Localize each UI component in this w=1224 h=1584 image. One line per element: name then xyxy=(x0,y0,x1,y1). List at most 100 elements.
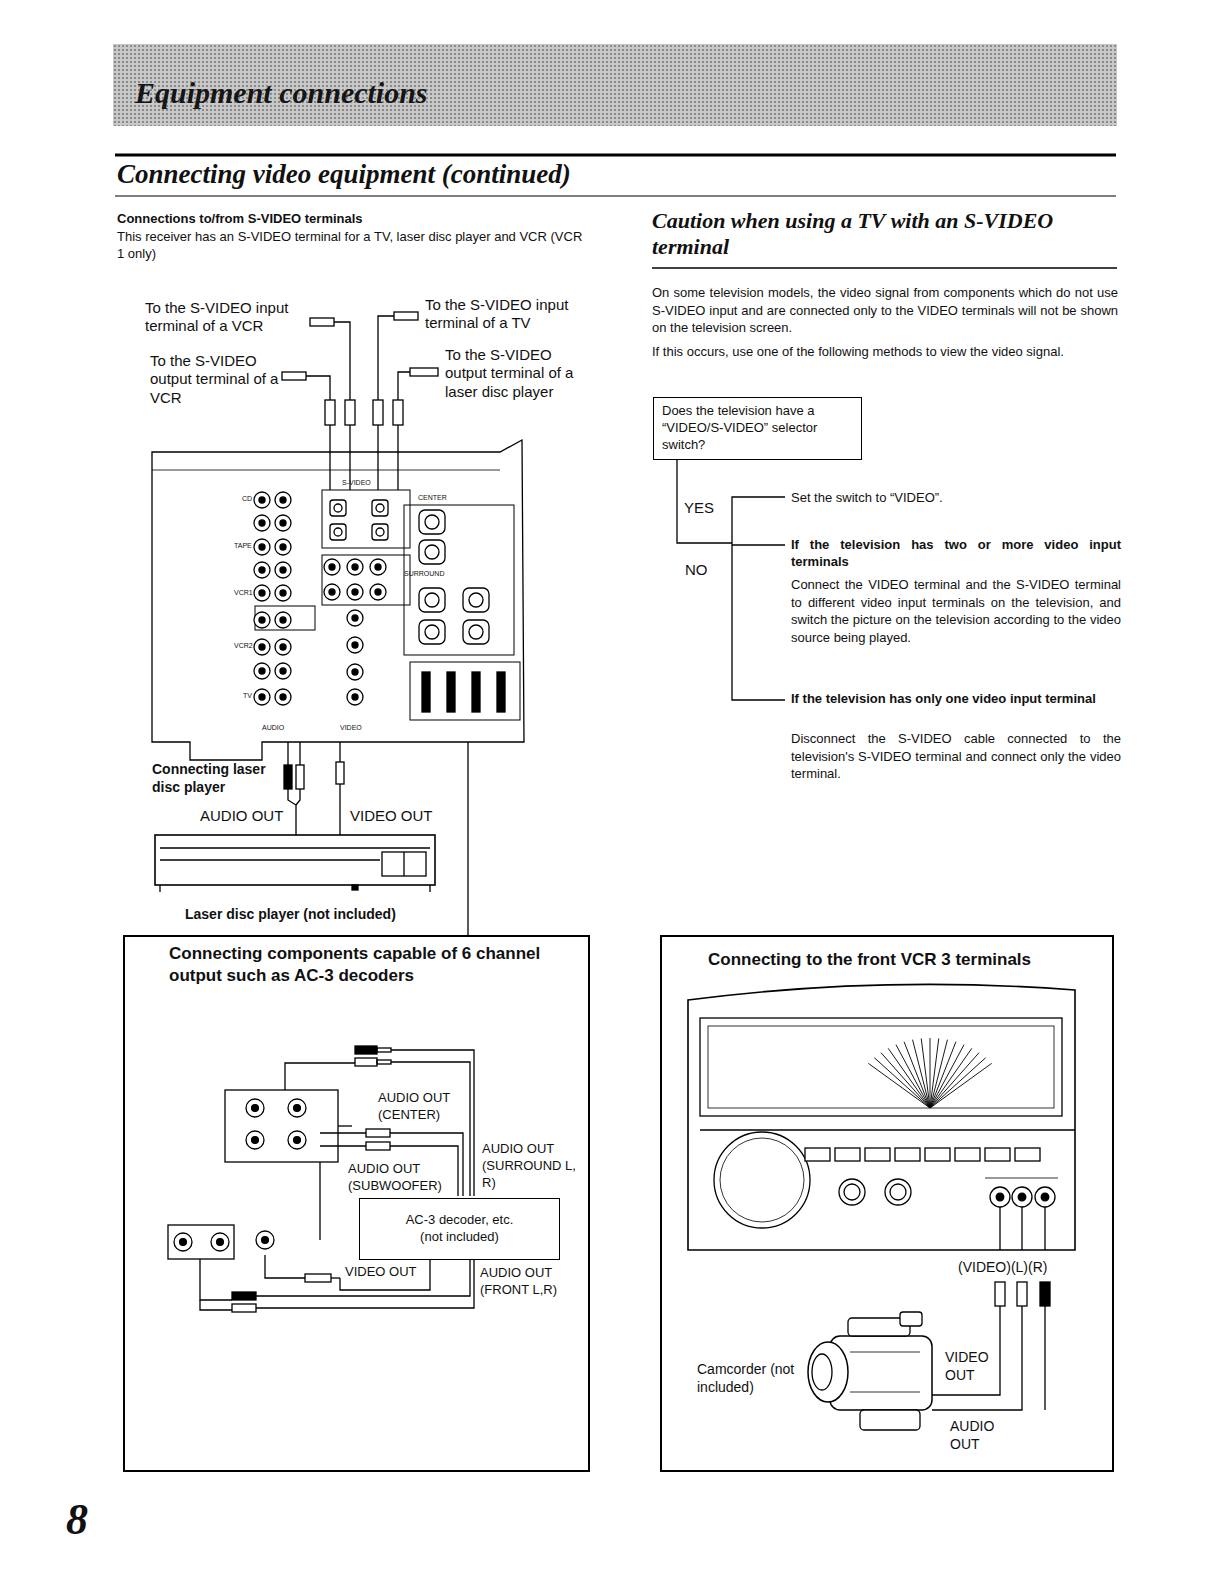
speaker-terminal-hole xyxy=(425,515,439,529)
jack-center xyxy=(280,544,286,550)
text-label: If the television has two or more video … xyxy=(791,537,1121,571)
button xyxy=(1015,1148,1040,1161)
jack xyxy=(254,562,270,578)
text-label: Caution when using a TV with an S-VIDEO … xyxy=(652,208,1062,261)
jack-center xyxy=(259,544,265,550)
jack xyxy=(347,610,363,626)
speaker-terminal-hole xyxy=(425,625,439,639)
button xyxy=(895,1148,920,1161)
panel-marking: VCR1 xyxy=(234,589,260,597)
jack-center xyxy=(280,520,286,526)
jack-center xyxy=(217,1239,224,1246)
jack xyxy=(275,639,291,655)
speaker-terminal-hole xyxy=(469,625,483,639)
text-label: Connections to/from S-VIDEO terminals xyxy=(117,211,597,228)
camcorder xyxy=(808,1312,932,1430)
page-number: 8 xyxy=(66,1498,116,1542)
jack xyxy=(288,1099,306,1117)
jack xyxy=(275,689,291,705)
jack-center xyxy=(352,564,358,570)
jack-center xyxy=(259,668,265,674)
node-text: Connecting components capable of 6 chann… xyxy=(169,943,569,987)
speaker-terminal xyxy=(419,588,445,612)
jack-center xyxy=(259,590,265,596)
text-label: VIDEO OUT xyxy=(345,1264,425,1281)
meter-needle-line xyxy=(930,1048,972,1108)
ac3-connection-drawing xyxy=(168,1046,474,1312)
panel-marking: TV xyxy=(243,692,259,700)
s-video-pin xyxy=(334,528,342,536)
s-video-jack xyxy=(330,524,346,540)
speaker-terminal-hole xyxy=(469,593,483,607)
laser-disc-player xyxy=(155,835,435,892)
jack xyxy=(324,559,340,575)
jack xyxy=(275,515,291,531)
jack xyxy=(211,1233,229,1251)
node-text: Equipment connections xyxy=(113,44,1117,108)
text-label: AUDIO OUT xyxy=(950,1417,1005,1453)
text-label: VIDEO OUT xyxy=(350,807,450,825)
jack-center xyxy=(280,567,286,573)
speaker-terminal xyxy=(419,540,445,564)
text-label: On some television models, the video sig… xyxy=(652,284,1118,337)
text-label: To the S-VIDEO input terminal of a VCR xyxy=(145,299,310,336)
receiver-front-panel xyxy=(688,984,1075,1250)
jack xyxy=(1035,1187,1055,1207)
jack xyxy=(254,515,270,531)
s-video-jack xyxy=(372,500,388,516)
jack xyxy=(347,584,363,600)
jack-center xyxy=(996,1193,1004,1201)
meter-needle-line xyxy=(930,1038,931,1108)
text-label: To the S-VIDEO output terminal of a lase… xyxy=(445,346,595,401)
header-band: Equipment connections xyxy=(113,44,1117,126)
jack-center xyxy=(262,1237,269,1244)
jack-center xyxy=(352,589,358,595)
jack-center xyxy=(259,520,265,526)
meter-needle-line xyxy=(921,1038,930,1108)
jack xyxy=(254,492,270,508)
jack-center xyxy=(280,617,286,623)
jack-center xyxy=(1041,1193,1049,1201)
jack-center xyxy=(280,497,286,503)
jack-center xyxy=(294,1105,301,1112)
button xyxy=(925,1148,950,1161)
speaker-terminal xyxy=(463,620,489,644)
jack-center xyxy=(329,589,335,595)
text-label: AUDIO OUT (SUBWOOFER) xyxy=(348,1161,452,1195)
s-video-pin xyxy=(376,528,384,536)
speaker-terminal xyxy=(419,510,445,534)
text-label: If this occurs, use one of the following… xyxy=(652,343,1118,361)
text-label: Connecting laser disc player xyxy=(152,760,277,796)
jack xyxy=(347,637,363,653)
speaker-post xyxy=(447,672,455,712)
jack-center xyxy=(329,564,335,570)
text-label: Set the switch to “VIDEO”. xyxy=(791,490,1111,507)
meter-needle-line xyxy=(874,1058,930,1108)
jack-center xyxy=(259,694,265,700)
jack-center xyxy=(375,589,381,595)
jack xyxy=(324,584,340,600)
button xyxy=(865,1148,890,1161)
jack-center xyxy=(280,644,286,650)
button xyxy=(955,1148,980,1161)
speaker-post xyxy=(422,672,430,712)
button xyxy=(835,1148,860,1161)
jack-center xyxy=(280,668,286,674)
panel-marking: CENTER xyxy=(418,494,458,502)
jack xyxy=(256,1231,274,1249)
jack-center xyxy=(259,567,265,573)
jack xyxy=(288,1131,306,1149)
speaker-post xyxy=(472,672,480,712)
text-label: To the S-VIDEO input terminal of a TV xyxy=(425,296,600,333)
jack-center xyxy=(259,617,265,623)
s-video-pin xyxy=(376,504,384,512)
speaker-post xyxy=(497,672,505,712)
jack-center xyxy=(352,642,358,648)
s-video-pin xyxy=(334,504,342,512)
jack-center xyxy=(252,1105,259,1112)
jack xyxy=(370,584,386,600)
panel-marking: VIDEO xyxy=(340,724,380,732)
jack xyxy=(275,663,291,679)
s-video-jack xyxy=(372,524,388,540)
text-label: AUDIO OUT (FRONT L,R) xyxy=(480,1265,580,1299)
